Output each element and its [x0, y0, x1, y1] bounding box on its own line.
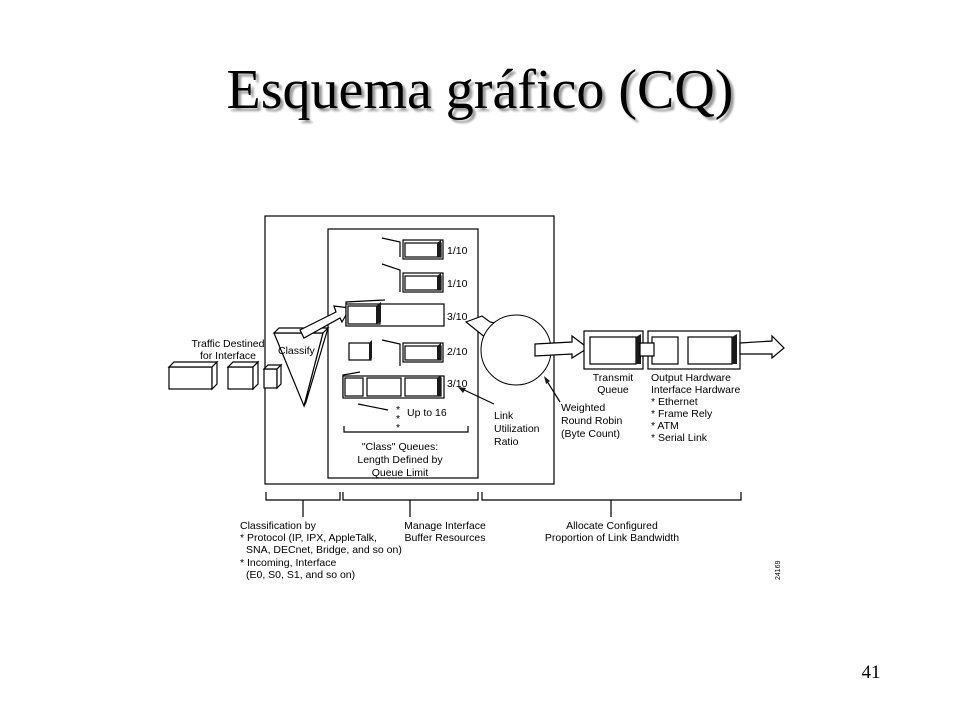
queue-caption: "Class" Queues:: [362, 441, 438, 453]
queue-share: 3/10: [447, 311, 468, 323]
classify-label: Classify: [278, 345, 316, 357]
output-label: Output Hardware: [651, 372, 731, 384]
queue-share: 2/10: [447, 346, 468, 358]
bracket-manage: [342, 492, 479, 517]
slide-title: Esquema gráfico (CQ): [226, 59, 734, 121]
bracket-allocate: [481, 492, 742, 517]
wrr-label: Weighted: [561, 402, 605, 414]
exit-arrow: [739, 334, 785, 360]
transmit-label: Transmit: [593, 372, 634, 384]
classification-caption: (E0, S0, S1, and so on): [246, 569, 355, 581]
queue-share: 3/10: [447, 378, 468, 390]
output-arrow: [534, 334, 590, 360]
up-to-label: Up to 16: [407, 407, 447, 419]
link-util-label: Ratio: [494, 436, 519, 448]
classification-caption: * Protocol (IP, IPX, AppleTalk,: [240, 532, 377, 544]
output-label: * Ethernet: [651, 396, 698, 408]
asterisk: *: [396, 422, 400, 434]
incoming-packets: [167, 360, 283, 391]
figure-id: 24169: [775, 560, 782, 580]
allocate-caption: Proportion of Link Bandwidth: [545, 532, 679, 544]
input-label: for Interface: [200, 350, 256, 362]
asterisk: *: [396, 413, 400, 425]
packet: [227, 366, 254, 390]
classification-caption: SNA, DECnet, Bridge, and so on): [246, 544, 402, 556]
output-label: * Serial Link: [651, 432, 708, 444]
class-queues: [342, 237, 469, 433]
wrr-label: Round Robin: [561, 415, 622, 427]
classification-caption: * Incoming, Interface: [240, 557, 336, 569]
input-label: Traffic Destined: [192, 338, 265, 350]
bracket-classification: [265, 492, 341, 517]
queue-share: 1/10: [447, 245, 468, 257]
link-util-label: Utilization: [494, 423, 540, 435]
queue-caption: Queue Limit: [372, 467, 429, 479]
link-util-label: Link: [494, 410, 514, 422]
output-label: * Frame Rely: [651, 408, 713, 420]
queue-share: 1/10: [447, 278, 468, 290]
slide-number: 41: [861, 662, 881, 683]
output-label: Interface Hardware: [651, 384, 740, 396]
output-label: * ATM: [651, 420, 679, 432]
classification-caption: Classification by: [240, 520, 317, 532]
packet: [168, 366, 213, 390]
allocate-caption: Allocate Configured: [566, 520, 658, 532]
manage-caption: Buffer Resources: [405, 532, 486, 544]
packet: [263, 368, 278, 389]
wrr-label: (Byte Count): [561, 428, 620, 440]
manage-caption: Manage Interface: [404, 520, 486, 532]
transmit-label: Queue: [597, 384, 629, 396]
asterisk: *: [396, 404, 400, 416]
queue-caption: Length Defined by: [357, 454, 443, 466]
